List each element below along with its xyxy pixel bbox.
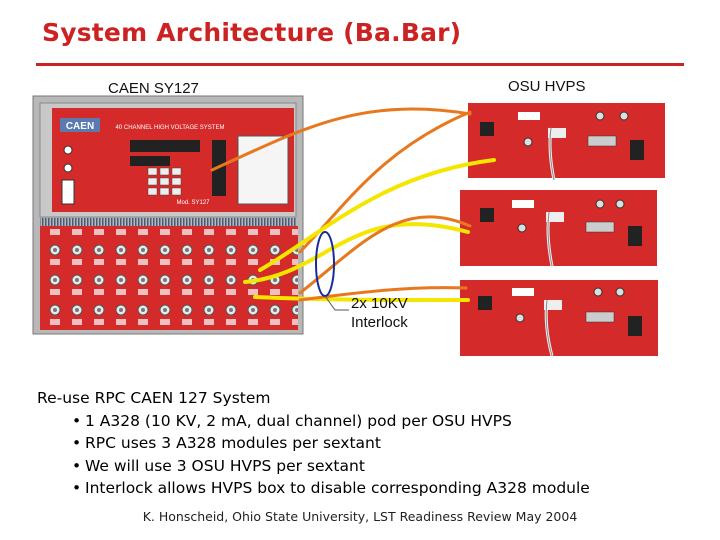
callout-pointer [324,295,349,311]
connection-label-line1: 2x 10KV [351,295,408,312]
connection-label-line2: Interlock [351,314,408,331]
caen-logo: CAEN [66,121,94,132]
osu-hvps-unit-2 [460,190,657,266]
architecture-diagram: CAEN 40 CHANNEL HIGH VOLTAGE SYSTEM Mod.… [32,95,665,357]
bullet-item: RPC uses 3 A328 modules per sextant [37,432,590,455]
title-divider [36,63,684,66]
osu-hvps-unit-3 [460,280,658,356]
hv-cables [210,107,496,302]
connection-label: 2x 10KV Interlock [351,294,408,332]
bullet-list: 1 A328 (10 KV, 2 mA, dual channel) pod p… [37,410,590,500]
cable-bundle-highlight [315,231,335,297]
caen-banner: 40 CHANNEL HIGH VOLTAGE SYSTEM [116,125,225,131]
osu-hvps-unit-1 [468,103,665,178]
caen-model: Mod. SY127 [176,200,210,206]
bullet-item: Interlock allows HVPS box to disable cor… [37,477,590,500]
bullet-item: We will use 3 OSU HVPS per sextant [37,455,590,478]
osu-label: OSU HVPS [508,78,586,95]
footer: K. Honscheid, Ohio State University, LST… [142,509,578,524]
caen-label: CAEN SY127 [108,80,199,97]
bullet-item: 1 A328 (10 KV, 2 mA, dual channel) pod p… [37,410,590,433]
body-text: Re-use RPC CAEN 127 System 1 A328 (10 KV… [37,387,590,500]
slide-title: System Architecture (Ba.Bar) [42,18,462,47]
body-heading: Re-use RPC CAEN 127 System [37,389,271,407]
